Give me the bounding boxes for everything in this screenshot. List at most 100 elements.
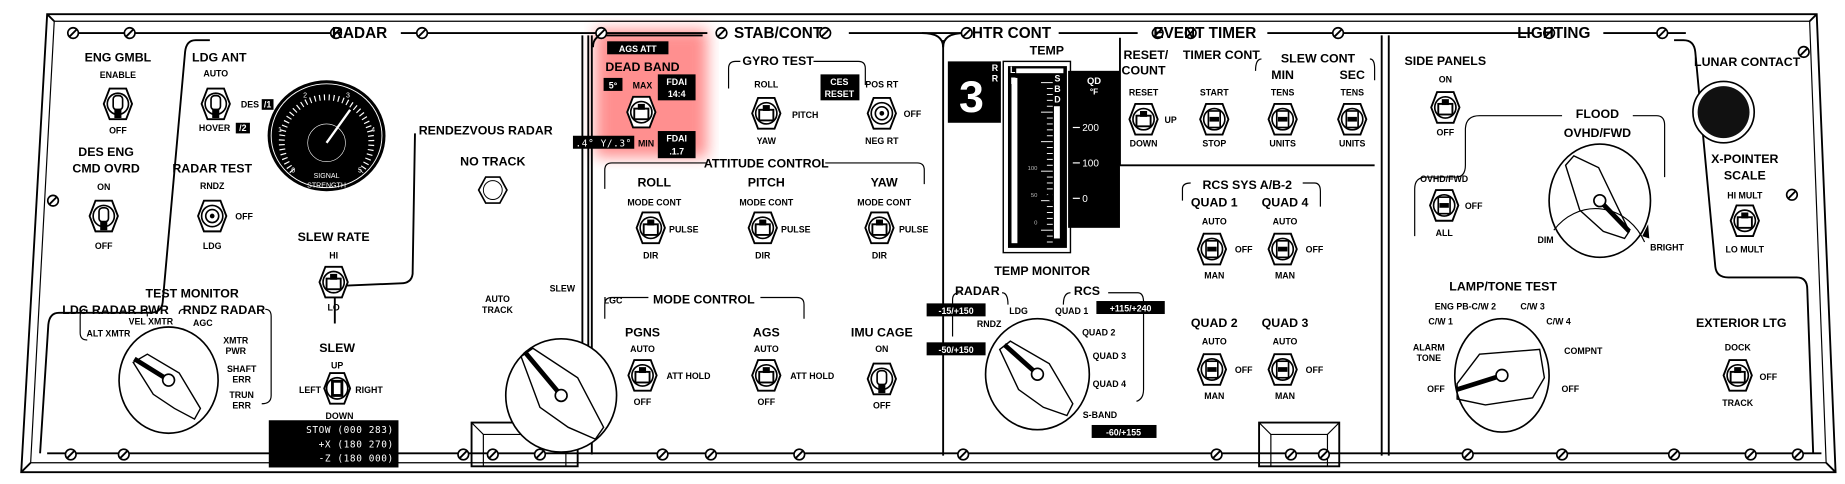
test-monitor-knob[interactable] [118,326,219,435]
ces-label: CES [830,77,848,87]
lamp-pos-cw3: C/W 3 [1520,301,1545,311]
des-eng-off-label: OFF [95,241,113,251]
timer-cont-title: TIMER CONT [1183,48,1260,62]
pitch-title: PITCH [748,176,785,190]
yaw-mode-cont-label: MODE CONT [857,197,912,207]
panel-frame [20,13,1837,474]
imu-cage-toggle[interactable] [866,362,897,396]
ags-mode-toggle[interactable] [751,359,782,392]
screw-icon [1555,448,1569,461]
fdai-min-value: .1.7 [669,147,684,157]
gyro-test-switch[interactable] [866,97,897,130]
sec-units-label: UNITS [1339,138,1366,148]
ldg-ant-hover-tag: /2 [239,123,246,133]
eng-gmbl-toggle[interactable] [102,87,133,121]
rcs-quad-switch[interactable] [1267,353,1298,386]
cmd-ovrd-title: CMD OVRD [72,161,139,175]
screw-icon [117,448,131,461]
screw-icon [793,448,806,461]
slew-min-title: MIN [1271,68,1294,82]
roll-toggle[interactable] [635,211,666,245]
eng-gmbl-title: ENG GMBL [85,50,152,64]
radar-test-off-label: OFF [235,212,253,222]
rcs-quad-switch[interactable] [1267,232,1298,266]
screw-icon [533,448,547,461]
section-title-lighting: LIGHTING [1517,25,1590,42]
lamp-pos-cw1: C/W 1 [1428,317,1453,327]
eng-gmbl-enable-label: ENABLE [100,70,136,80]
ags-title: AGS [753,325,780,339]
rcs-man-label: MAN [1204,391,1224,401]
slew-right-label: RIGHT [355,385,383,395]
x-pointer-scale-title: SCALE [1724,168,1766,182]
gyro-test-group: GYRO TEST ROLL PITCH YAW CES RESET POS R… [742,54,922,146]
lr-label-2: R [1011,76,1018,86]
min-units-label: UNITS [1269,138,1296,148]
imu-cage-title: IMU CAGE [851,325,913,339]
section-title-stab-cont: STAB/CONT [734,25,823,42]
radar-test-group: RADAR TEST RNDZ OFF LDG [172,161,253,251]
lunar-contact-group: LUNAR CONTACT [1692,55,1801,144]
rr-mode-lgc-label: LGC [604,295,623,305]
roll-title: ROLL [637,176,671,190]
x-pointer-title: X-POINTER [1711,152,1778,166]
ldg-ant-auto-label: AUTO [203,69,228,79]
reset-count-toggle[interactable] [1128,102,1159,136]
mode-select-knob[interactable] [504,337,618,453]
rcs-off-label: OFF [1235,245,1253,255]
temp-monitor-group: TEMP MONITOR RADAR RCS -15/+150 -50/+150… [926,264,1165,438]
yaw-toggle[interactable] [864,211,895,245]
side-panels-toggle[interactable] [1430,91,1461,124]
pitch-toggle[interactable] [747,211,778,245]
ldg-ant-group: LDG ANT AUTO DES /1 HOVER /2 [192,50,274,134]
slew-sec-switch[interactable] [1337,102,1368,136]
rcs-quad-switch[interactable] [1196,353,1228,386]
left-scale-50: 50 [1031,193,1038,199]
lamp-pos-cw4: C/W 4 [1546,317,1571,327]
temp-monitor-knob[interactable] [984,317,1091,431]
roll-dir-label: DIR [643,251,659,261]
ldg-ant-toggle[interactable] [200,87,231,121]
signal-label: SIGNAL [314,173,340,180]
screw-icon [486,448,500,461]
lamp-tone-knob[interactable] [1453,317,1550,433]
flood-dimmer-knob[interactable] [1548,143,1652,259]
screw-icon [956,448,970,461]
x-pointer-scale-toggle[interactable] [1729,204,1760,238]
slew-thumb-controller[interactable] [323,372,352,405]
slew-min-switch[interactable] [1267,102,1298,136]
slew-rate-toggle[interactable] [318,265,349,299]
temp-gauge-ticks [1040,82,1053,243]
exterior-ltg-toggle[interactable] [1722,359,1753,392]
stow-placard: STOW (000 283) +X (180 270) -Z (180 000) [268,420,399,468]
dead-band-toggle[interactable] [626,95,657,129]
fdai-max-value: 14:4 [668,89,686,99]
slew-down-label: DOWN [326,411,354,421]
dead-band-max-label: MAX [633,81,653,91]
fdai-max-label: FDAI [666,77,687,87]
des-eng-cmd-ovrd-toggle[interactable] [88,199,119,233]
tmon-pos-quad-4: QUAD 4 [1093,379,1126,389]
flood-select-switch[interactable] [1429,189,1460,222]
lr-label-1: L [1010,65,1016,75]
signal-strength-needle [325,109,352,144]
side-panels-title: SIDE PANELS [1405,54,1487,68]
right-scale-200: 200 [1082,123,1099,134]
imu-cage-off-label: OFF [873,400,891,410]
timer-cont-switch[interactable] [1199,102,1230,136]
screw-icon [656,448,669,461]
rcs-quad-switch[interactable] [1196,232,1228,266]
section-title-event-timer: EVENT TIMER [1153,25,1256,42]
rr-label-1: R [992,63,999,73]
tmon-pos-quad-3: QUAD 3 [1093,351,1126,361]
screw-icon [1667,448,1681,461]
flood-switch-all-label: ALL [1436,228,1454,238]
pgns-att-hold-label: ATT HOLD [667,371,711,381]
qd-label: QD [1087,75,1101,86]
pgns-mode-toggle[interactable] [627,359,658,392]
screw-icon [1284,448,1298,461]
signal-strength-tick-label: 1 [278,127,282,134]
flood-bright-label: BRIGHT [1650,242,1684,252]
gyro-axis-toggle[interactable] [751,97,782,130]
radar-test-switch[interactable] [197,199,228,233]
